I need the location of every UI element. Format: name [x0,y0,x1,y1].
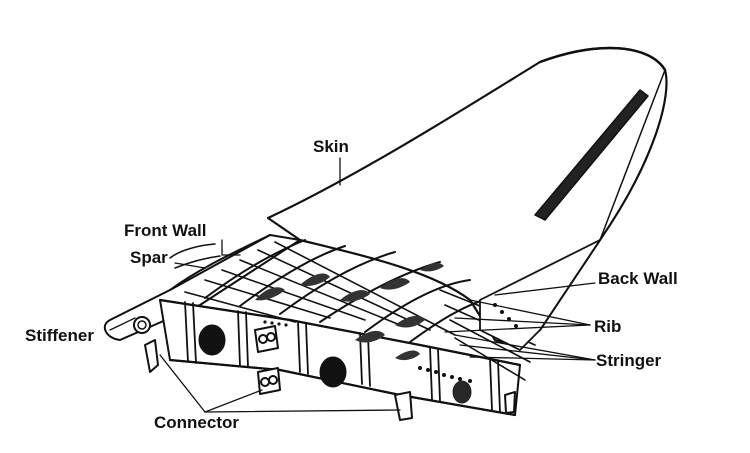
connector-fittings [144,325,516,421]
spar-stiffeners [184,301,501,413]
front-wall-hole-inner [137,320,147,330]
back-wall-leader [494,282,596,296]
stiffener-label: Stiffener [25,326,94,345]
spar-rivets [263,320,472,383]
rib-label: Rib [594,317,622,336]
spar-upper-flange [158,298,522,367]
spar-leader [174,262,206,269]
wing-skin-surface [266,46,668,344]
trailing-edge-slot [534,89,649,221]
front-wall-label: Front Wall [124,221,207,240]
spar-hole-1 [198,324,226,356]
rib-leader-3 [444,324,591,333]
stringer-leader-3 [469,356,596,361]
skin-label: Skin [313,137,349,156]
spar-hole-2 [319,356,347,388]
connector-leader-2 [204,389,263,413]
front-wall-plate [103,234,301,341]
stringer-label: Stringer [596,351,662,370]
stringer-leader-2 [459,344,596,361]
trailing-edge-line [599,69,666,241]
front-wall-leader [221,239,241,256]
rib-leader-1 [469,299,591,326]
spar-label: Spar [130,248,168,267]
back-wall-label: Back Wall [598,269,678,288]
rib-shading [255,262,444,361]
rib-leader-2 [454,317,591,326]
stringer-leader-1 [454,334,596,361]
wing-tip-edge [538,46,667,72]
back-wall [479,239,601,351]
leader-lines [109,157,596,413]
stiffener-bead [169,243,221,269]
connector-leader-3 [204,409,401,413]
stiffener-leader [109,317,136,331]
spar-hole-3 [452,380,472,404]
connector-label: Connector [154,413,239,432]
connector-leader-1 [159,354,206,413]
